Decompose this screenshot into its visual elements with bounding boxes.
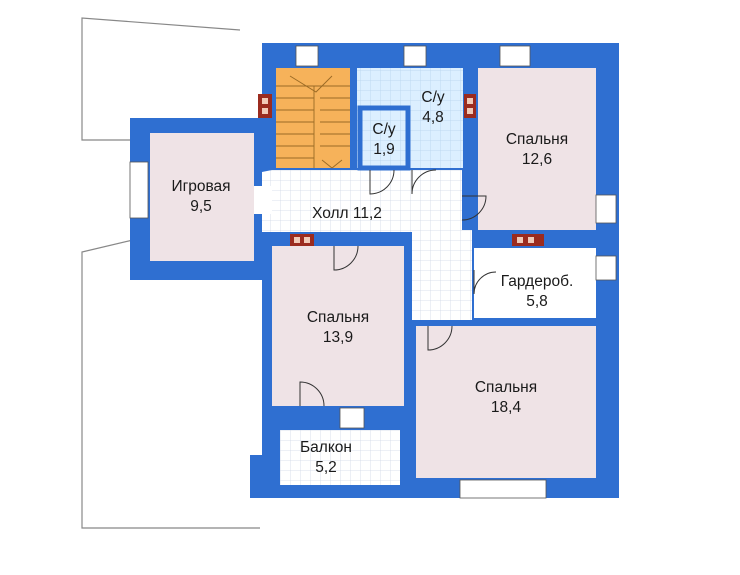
room-spalnya-1-name: Спальня: [506, 131, 568, 148]
room-fills: [150, 68, 596, 485]
room-igrovaya-name: Игровая: [171, 178, 230, 195]
hall-corridor: [412, 230, 472, 320]
staircase: [276, 68, 350, 168]
room-spalnya-2-name: Спальня: [307, 309, 369, 326]
room-su-large-area: 4,8: [422, 109, 444, 126]
room-su-large-name: С/у: [421, 89, 445, 106]
room-spalnya-3-name: Спальня: [475, 379, 537, 396]
windows: [129, 45, 617, 499]
terrace-outline: [81, 17, 260, 529]
room-labels: Игровая 9,5 С/у 4,8 С/у 1,9 Спальня 12,6…: [171, 89, 573, 476]
room-spalnya-3-area: 18,4: [491, 399, 522, 416]
doors: [254, 169, 497, 407]
room-balkon-name: Балкон: [300, 439, 352, 456]
room-spalnya-1-area: 12,6: [522, 151, 552, 168]
room-su-small-area: 1,9: [373, 141, 395, 158]
room-igrovaya-area: 9,5: [190, 198, 212, 215]
room-su-small-name: С/у: [372, 121, 396, 138]
room-garderob-area: 5,8: [526, 293, 548, 310]
room-garderob-name: Гардероб.: [501, 273, 574, 290]
room-holl-label: Холл 11,2: [312, 205, 382, 222]
stair-treads: [276, 75, 350, 169]
room-spalnya-2-area: 13,9: [323, 329, 353, 346]
chimneys: [258, 94, 544, 246]
room-balkon-area: 5,2: [315, 459, 337, 476]
